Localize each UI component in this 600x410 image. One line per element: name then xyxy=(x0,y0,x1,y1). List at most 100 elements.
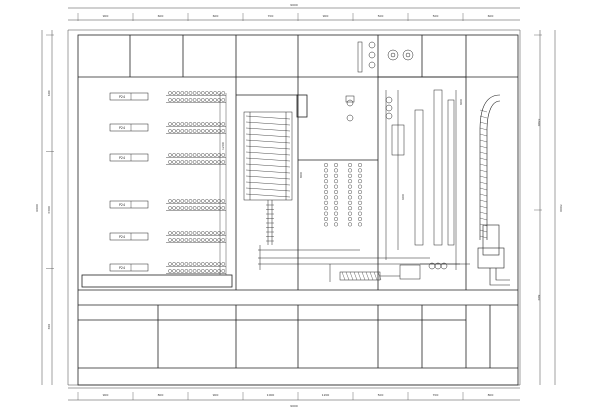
roller-icon xyxy=(217,199,221,203)
roller-icon xyxy=(348,211,353,216)
spiral-slat xyxy=(245,151,291,156)
roller-icon xyxy=(334,206,339,211)
roller-icon xyxy=(217,129,221,133)
roller-icon xyxy=(209,129,213,133)
roller-icon xyxy=(334,195,339,200)
panel-label-box xyxy=(109,200,149,209)
roller-icon xyxy=(221,238,226,242)
roller-icon xyxy=(348,173,353,178)
screw-flight xyxy=(357,271,362,281)
roller-icon xyxy=(358,222,363,227)
roller-icon xyxy=(184,153,189,157)
roller-icon xyxy=(209,231,213,235)
roller-icon xyxy=(221,160,226,164)
duct-hatch-line xyxy=(479,211,488,215)
roller-icon xyxy=(176,262,180,266)
roller-icon xyxy=(221,231,226,235)
roller-icon xyxy=(213,206,217,210)
roller-icon xyxy=(324,216,329,221)
duct-hatch-line xyxy=(479,121,488,125)
dimension-value: 1200 xyxy=(322,393,330,397)
screw-flight xyxy=(349,271,354,281)
roller-icon xyxy=(196,160,201,164)
roller-icon xyxy=(192,122,197,126)
roller-icon xyxy=(209,262,213,266)
roller-icon xyxy=(196,199,201,203)
roller-icon xyxy=(324,206,329,211)
roller-icon xyxy=(176,91,180,95)
roller-icon xyxy=(172,262,176,266)
roller-icon xyxy=(180,98,185,102)
roller-icon xyxy=(213,269,217,273)
dimension-value: 600 xyxy=(213,14,219,18)
duct-hatch-line xyxy=(479,187,488,191)
roller-icon xyxy=(176,269,180,273)
roller-icon xyxy=(196,98,201,102)
roller-rows xyxy=(166,91,227,275)
roller-icon xyxy=(221,129,226,133)
roller-icon xyxy=(205,269,209,273)
roller-icon xyxy=(180,153,185,157)
roller-icon xyxy=(209,91,213,95)
roller-icon xyxy=(221,98,226,102)
roller-icon xyxy=(348,179,353,184)
roller-icon xyxy=(358,179,363,184)
roller-icon xyxy=(176,98,180,102)
panel-tag: P24 xyxy=(119,203,125,207)
roller-icon xyxy=(192,269,197,273)
roller-icon xyxy=(209,160,213,164)
roller-icon xyxy=(348,168,353,173)
roller-icon xyxy=(324,189,329,194)
duct-hatch-line xyxy=(479,229,488,233)
roller-icon xyxy=(172,129,176,133)
building-outline xyxy=(77,34,519,386)
roller-icon xyxy=(358,211,363,216)
roller-icon xyxy=(209,206,213,210)
duct-hatch-line xyxy=(479,193,488,197)
roller-icon xyxy=(180,199,185,203)
roller-icon xyxy=(196,231,201,235)
roller-icon xyxy=(192,231,197,235)
roller-icon xyxy=(168,153,172,157)
roller-icon xyxy=(334,173,339,178)
roller-icon xyxy=(176,199,180,203)
spiral-slat xyxy=(245,193,291,198)
roller-icon xyxy=(217,98,221,102)
small-note: 1200 xyxy=(221,142,225,150)
roller-icon xyxy=(209,98,213,102)
roller-icon xyxy=(358,206,363,211)
roller-icon xyxy=(184,238,189,242)
roller-icon xyxy=(188,199,193,203)
roller-icon xyxy=(168,160,172,164)
screw-flight xyxy=(377,271,382,281)
duct-hatch-line xyxy=(479,133,488,137)
roller-icon xyxy=(213,122,217,126)
dim-overall-bottom: 9000 xyxy=(290,404,298,408)
roller-icon xyxy=(184,262,189,266)
dimension-value: 1000 xyxy=(267,393,275,397)
roller-icon xyxy=(358,173,363,178)
roller-icon xyxy=(213,91,217,95)
panel-label-box xyxy=(109,263,149,272)
roller-icon xyxy=(217,238,221,242)
roller-icon xyxy=(200,262,205,266)
roller-icon xyxy=(205,98,209,102)
roller-icon xyxy=(172,153,176,157)
panel-tag: P24 xyxy=(119,156,125,160)
screw-conveyor xyxy=(339,262,448,281)
roller-icon xyxy=(168,269,172,273)
roller-icon xyxy=(358,184,363,189)
roller-icon xyxy=(205,91,209,95)
roller-icon xyxy=(168,262,172,266)
roller-icon xyxy=(172,122,176,126)
roller-icon xyxy=(205,122,209,126)
roller-icon xyxy=(200,238,205,242)
roller-icon xyxy=(221,153,226,157)
duct-hatch-line xyxy=(479,115,488,119)
roller-icon xyxy=(358,200,363,205)
roller-icon xyxy=(168,199,172,203)
